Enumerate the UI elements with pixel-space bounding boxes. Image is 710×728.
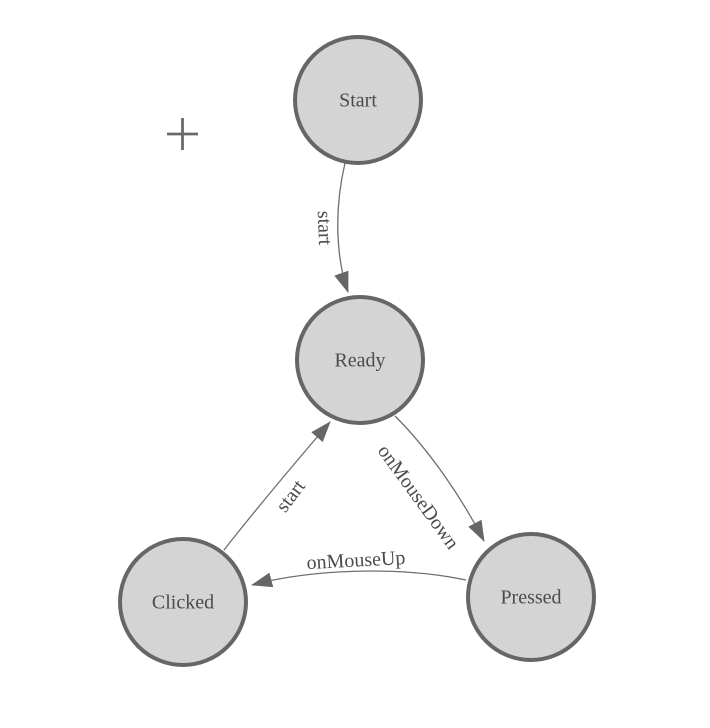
edge-label-start-diagonal: start — [272, 475, 311, 516]
state-node-pressed[interactable]: Pressed — [466, 532, 596, 662]
edge-pressed-to-clicked[interactable] — [251, 570, 467, 588]
edge-label-onmousedown: onMouseDown — [373, 441, 463, 554]
state-circle-pressed[interactable] — [466, 532, 596, 662]
state-node-ready[interactable]: Ready — [295, 295, 425, 425]
state-circle-clicked[interactable] — [118, 537, 248, 667]
state-node-start[interactable]: Start — [293, 35, 423, 165]
edge-clicked-to-ready[interactable] — [223, 421, 331, 551]
state-circle-ready[interactable] — [295, 295, 425, 425]
crosshair-icon — [167, 118, 198, 150]
state-label-start: Start — [339, 90, 377, 112]
state-label-pressed: Pressed — [500, 587, 561, 609]
edge-ready-to-pressed[interactable] — [394, 415, 485, 542]
edge-start-to-ready[interactable] — [334, 162, 349, 293]
state-label-clicked: Clicked — [152, 592, 214, 614]
state-label-ready: Ready — [334, 350, 385, 372]
edge-label-onmouseup: onMouseUp — [306, 547, 406, 574]
state-circle-start[interactable] — [293, 35, 423, 165]
state-node-clicked[interactable]: Clicked — [118, 537, 248, 667]
edge-label-start-top: start — [313, 210, 336, 246]
